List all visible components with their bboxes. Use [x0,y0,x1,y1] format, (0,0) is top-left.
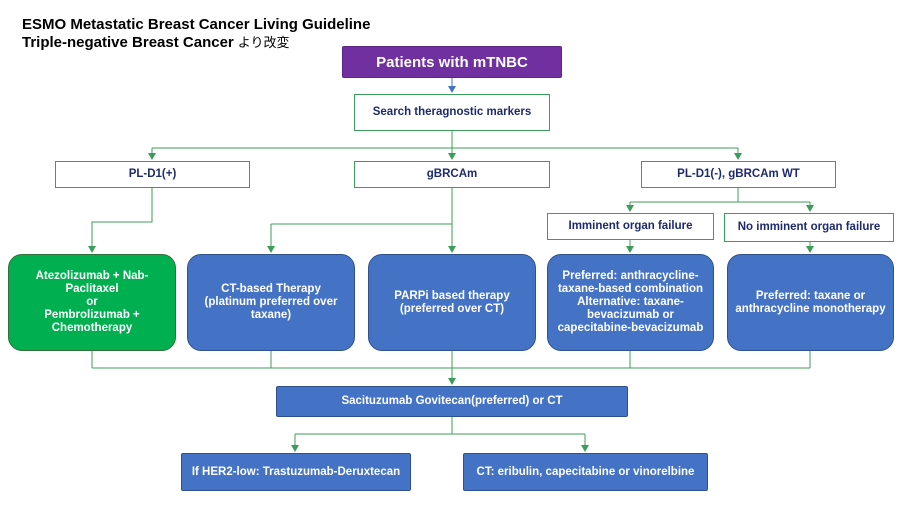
node-ct-eribulin: CT: eribulin, capecitabine or vinorelbin… [463,453,708,491]
node-parpi-therapy: PARPi based therapy (preferred over CT) [368,254,536,351]
node-her2-low: If HER2-low: Trastuzumab-Deruxtecan [181,453,411,491]
parpi-line2: (preferred over CT) [399,302,505,315]
imminent-tx-line1: Preferred: anthracycline-taxane-based co… [557,270,704,295]
atezo-line3: Pembrolizumab + Chemotherapy [44,309,140,334]
node-no-imminent-treatment: Preferred: taxane or anthracycline monot… [727,254,894,351]
node-no-imminent-organ-failure: No imminent organ failure [724,213,894,242]
node-atezolizumab-therapy: Atezolizumab + Nab-Paclitaxel or Pembrol… [8,254,176,351]
node-ct-based-therapy: CT-based Therapy (platinum preferred ove… [187,254,355,351]
node-pdl1-positive: PL-D1(+) [55,161,250,188]
subtitle-suffix: より改変 [237,36,290,51]
ct-based-line2: (platinum preferred over taxane) [204,296,338,321]
arrow-pdl1-atezo [88,188,153,253]
atezo-line2: or [86,296,98,308]
node-gbrcam: gBRCAm [354,161,550,188]
ct-based-line1: CT-based Therapy [221,283,321,295]
atezo-line1: Atezolizumab + Nab-Paclitaxel [35,270,149,295]
node-pdl1-neg-wt: PL-D1(-), gBRCAm WT [641,161,836,188]
node-imminent-organ-failure: Imminent organ failure [547,213,714,240]
node-search-markers: Search theragnostic markers [354,94,550,131]
node-sacituzumab: Sacituzumab Govitecan(preferred) or CT [276,386,628,417]
guideline-title: ESMO Metastatic Breast Cancer Living Gui… [22,16,371,33]
node-patients-mtnbc: Patients with mTNBC [342,46,562,78]
subtitle-text: Triple-negative Breast Cancer [22,34,234,51]
parpi-line1: PARPi based therapy [394,289,510,302]
imminent-tx-line2: Alternative: taxane-bevacizumab or capec… [557,296,704,334]
node-imminent-treatment: Preferred: anthracycline-taxane-based co… [547,254,714,351]
